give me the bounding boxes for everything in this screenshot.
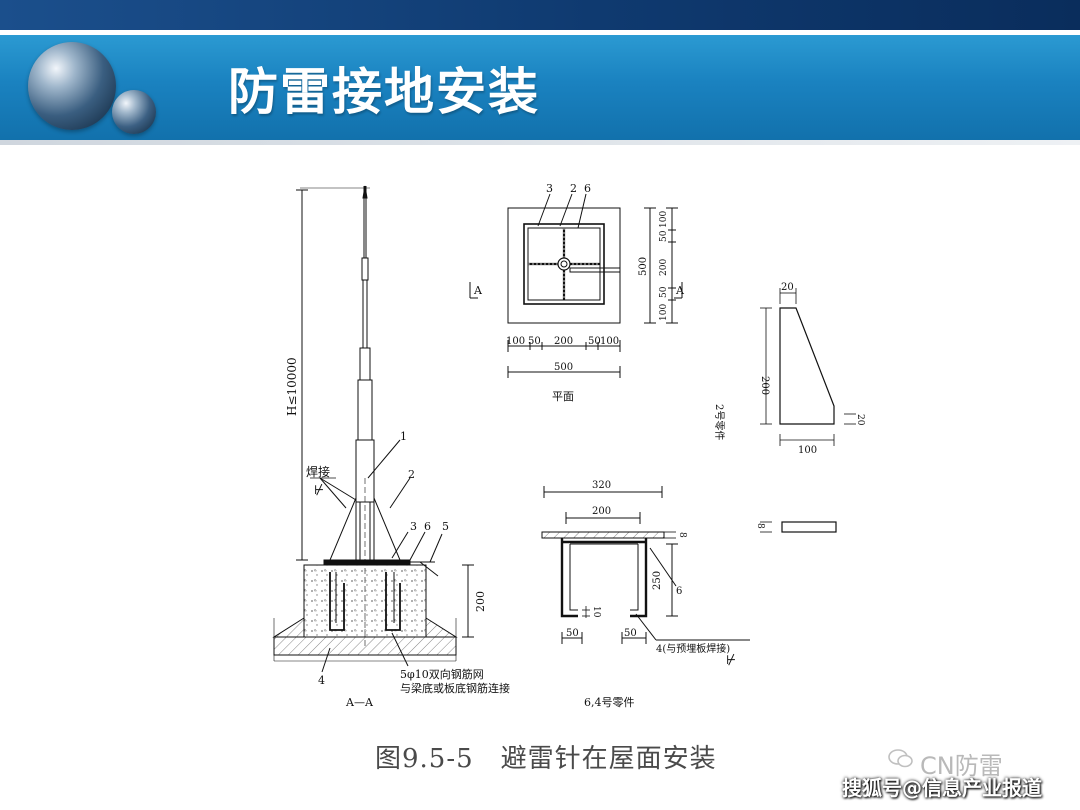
plan-part-6: 6	[584, 182, 591, 195]
watermark-brand: CN防雷	[920, 752, 1003, 780]
weld-symbol-icon: ⊬	[314, 483, 324, 497]
part64-label: 6,4号零件	[584, 696, 635, 709]
part64-part6: 6	[676, 586, 682, 597]
section-part-2: 2	[408, 468, 415, 481]
technical-drawing: H≤10000 焊接 ⊬ 1 2 3 6 5 4 200 5φ10双向钢筋网 与…	[272, 182, 865, 709]
plan-view	[469, 193, 683, 378]
part64-inner-dim: 200	[592, 506, 611, 517]
plan-dim-side-2: 50	[659, 230, 669, 242]
top-band	[0, 0, 1080, 30]
section-part-6: 6	[424, 520, 431, 533]
part64-height-dim: 250	[652, 571, 663, 590]
part2-foot-dim: 20	[855, 414, 865, 426]
section-part-5: 5	[442, 520, 449, 533]
section-part-3: 3	[410, 520, 417, 533]
watermark-source: 搜狐号@信息产业报道	[842, 776, 1042, 800]
decorative-orb-large	[28, 42, 116, 130]
part2-height-dim: 200	[759, 376, 770, 395]
weld-label: 焊接	[306, 464, 330, 479]
wechat-icon	[888, 749, 913, 768]
section-part-1: 1	[400, 430, 407, 443]
part2-top-dim: 20	[781, 282, 794, 293]
title-underline	[0, 140, 1080, 145]
plate-dim: 8	[755, 523, 765, 529]
part64-top-dim: 320	[592, 480, 611, 491]
plan-label: 平面	[552, 390, 574, 403]
part64-view	[541, 486, 750, 644]
part64-part4-note: 4(与预埋板焊接)	[656, 642, 730, 655]
plan-section-mark-right: A	[675, 284, 685, 297]
plan-dim-bottom-5: 100	[600, 336, 619, 347]
plan-part-3: 3	[546, 182, 553, 195]
plan-dim-side-4: 50	[659, 286, 669, 298]
part64-plate-dim: 8	[677, 532, 687, 538]
plan-dim-side-3: 200	[659, 259, 669, 276]
part64-flange-right: 50	[624, 628, 637, 639]
plan-dim-bottom-1: 100	[506, 336, 525, 347]
plan-dim-bottom-3: 200	[554, 336, 573, 347]
height-dimension: H≤10000	[285, 357, 299, 416]
section-part-4: 4	[318, 674, 325, 687]
plan-dim-side-5: 100	[659, 304, 669, 321]
decorative-orb-small	[112, 90, 156, 134]
part64-weld-symbol-icon: ⊬	[726, 653, 736, 667]
plan-dim-side-total: 500	[638, 257, 649, 276]
part2-bottom-dim: 100	[798, 445, 817, 456]
rebar-note-1: 5φ10双向钢筋网	[400, 667, 484, 681]
rebar-note-2: 与梁底或板底钢筋连接	[400, 681, 510, 695]
base-height-dimension: 200	[474, 591, 487, 612]
page-title: 防雷接地安装	[228, 63, 540, 121]
plan-dim-total: 500	[554, 362, 573, 373]
part64-flange-left: 50	[566, 628, 579, 639]
plan-dim-side-1: 100	[659, 211, 669, 228]
section-view	[272, 185, 474, 673]
plan-dim-bottom-2: 50	[528, 336, 541, 347]
plan-dim-bottom-4: 50	[588, 336, 601, 347]
plan-section-mark-left: A	[473, 284, 483, 297]
part2-view	[760, 288, 856, 533]
plan-part-2: 2	[570, 182, 577, 195]
figure-caption: 图9.5-5 避雷针在屋面安装	[375, 744, 717, 774]
part2-label: 2号零件	[713, 404, 725, 440]
part64-gap-dim: 10	[591, 606, 601, 618]
title-bar	[0, 35, 1080, 140]
section-label: A—A	[345, 696, 374, 709]
